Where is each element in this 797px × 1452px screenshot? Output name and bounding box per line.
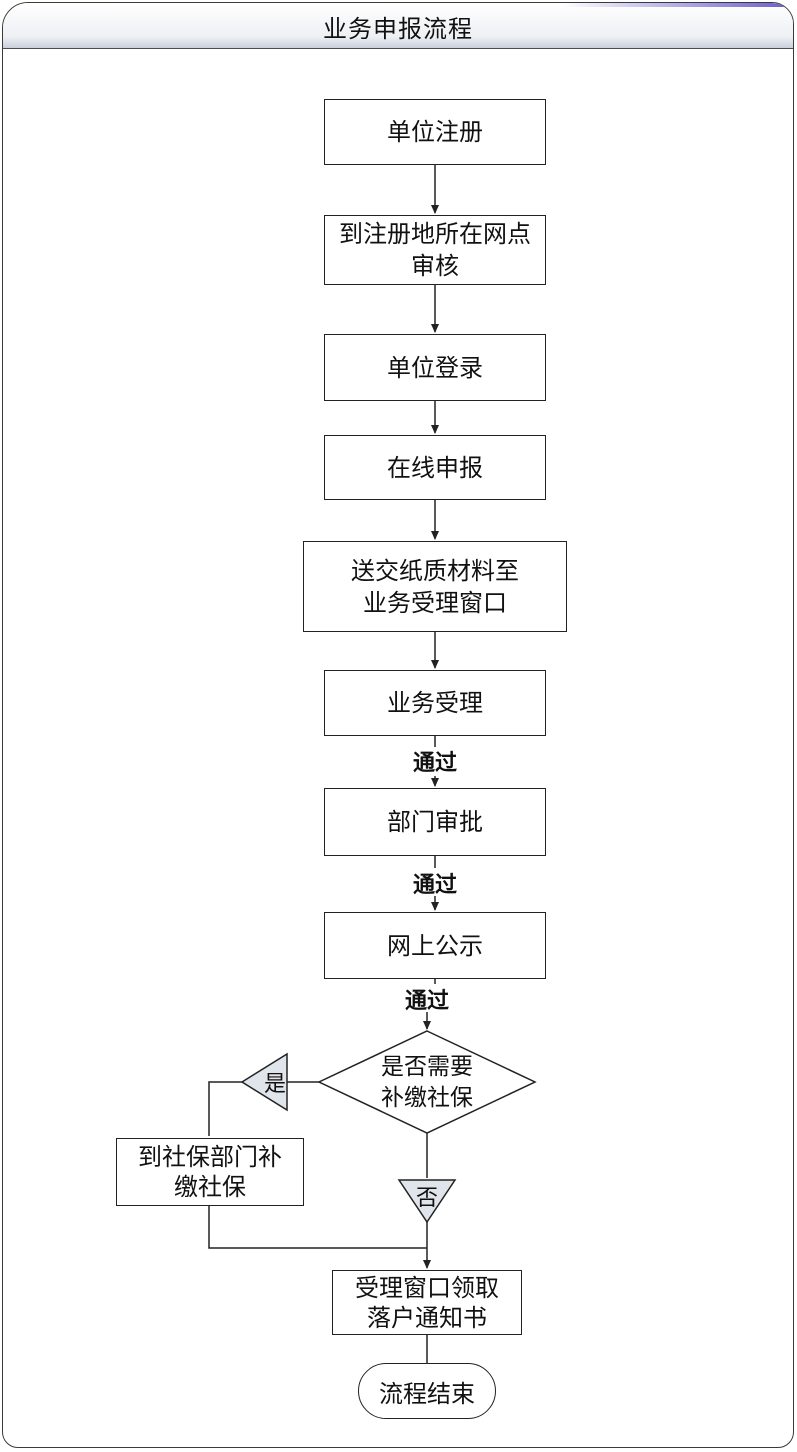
header-accent-bar bbox=[563, 3, 793, 7]
step-accept-text: 业务受理 bbox=[387, 689, 483, 717]
step-public-notice: 网上公示 bbox=[324, 912, 546, 979]
flowchart-title: 业务申报流程 bbox=[323, 15, 473, 43]
end-terminator: 流程结束 bbox=[358, 1363, 496, 1419]
step-login-text: 单位登录 bbox=[387, 353, 483, 382]
step-dept-approval-text: 部门审批 bbox=[387, 808, 483, 836]
side-step-line2: 缴社保 bbox=[174, 1173, 246, 1201]
step-online-report-text: 在线申报 bbox=[387, 453, 483, 482]
yes-label: 是 bbox=[263, 1072, 286, 1097]
final-step-line2: 落户通知书 bbox=[367, 1303, 487, 1332]
decision-line1: 是否需要 bbox=[381, 1054, 473, 1080]
pass-label-3: 通过 bbox=[404, 989, 449, 1014]
step-submit-paper-line1: 送交纸质材料至 bbox=[351, 556, 519, 585]
step-side-social-security: 到社保部门补 缴社保 bbox=[116, 1138, 304, 1206]
decision-text: 是否需要 补缴社保 bbox=[362, 1052, 492, 1114]
flowchart-header: 业务申报流程 bbox=[3, 3, 793, 49]
final-step-line1: 受理窗口领取 bbox=[355, 1273, 499, 1302]
step-submit-paper-line2: 业务受理窗口 bbox=[363, 588, 507, 617]
step-accept: 业务受理 bbox=[324, 670, 546, 736]
step-verify-line1: 到注册地所在网点 bbox=[339, 220, 531, 248]
pass-label-2: 通过 bbox=[412, 873, 457, 898]
decision-diamond bbox=[317, 1030, 537, 1134]
step-login: 单位登录 bbox=[324, 334, 546, 401]
step-online-report: 在线申报 bbox=[324, 435, 546, 500]
no-triangle bbox=[397, 1179, 457, 1224]
side-return-connector bbox=[208, 1205, 427, 1249]
step-dept-approval: 部门审批 bbox=[324, 788, 546, 856]
step-collect-notice: 受理窗口领取 落户通知书 bbox=[332, 1270, 522, 1335]
step-submit-paper: 送交纸质材料至 业务受理窗口 bbox=[303, 541, 567, 632]
yes-down-connector bbox=[208, 1081, 242, 1136]
yes-triangle bbox=[240, 1052, 288, 1112]
decision-line2: 补缴社保 bbox=[381, 1085, 473, 1111]
pass-label-1: 通过 bbox=[412, 751, 457, 776]
side-step-line1: 到社保部门补 bbox=[138, 1143, 282, 1171]
step-verify: 到注册地所在网点 审核 bbox=[324, 215, 546, 285]
step-register-text: 单位注册 bbox=[387, 118, 483, 146]
no-label: 否 bbox=[415, 1186, 438, 1211]
step-register: 单位注册 bbox=[324, 99, 546, 165]
step-public-notice-text: 网上公示 bbox=[387, 931, 483, 960]
end-terminator-text: 流程结束 bbox=[379, 1379, 475, 1408]
step-verify-line2: 审核 bbox=[411, 252, 459, 280]
